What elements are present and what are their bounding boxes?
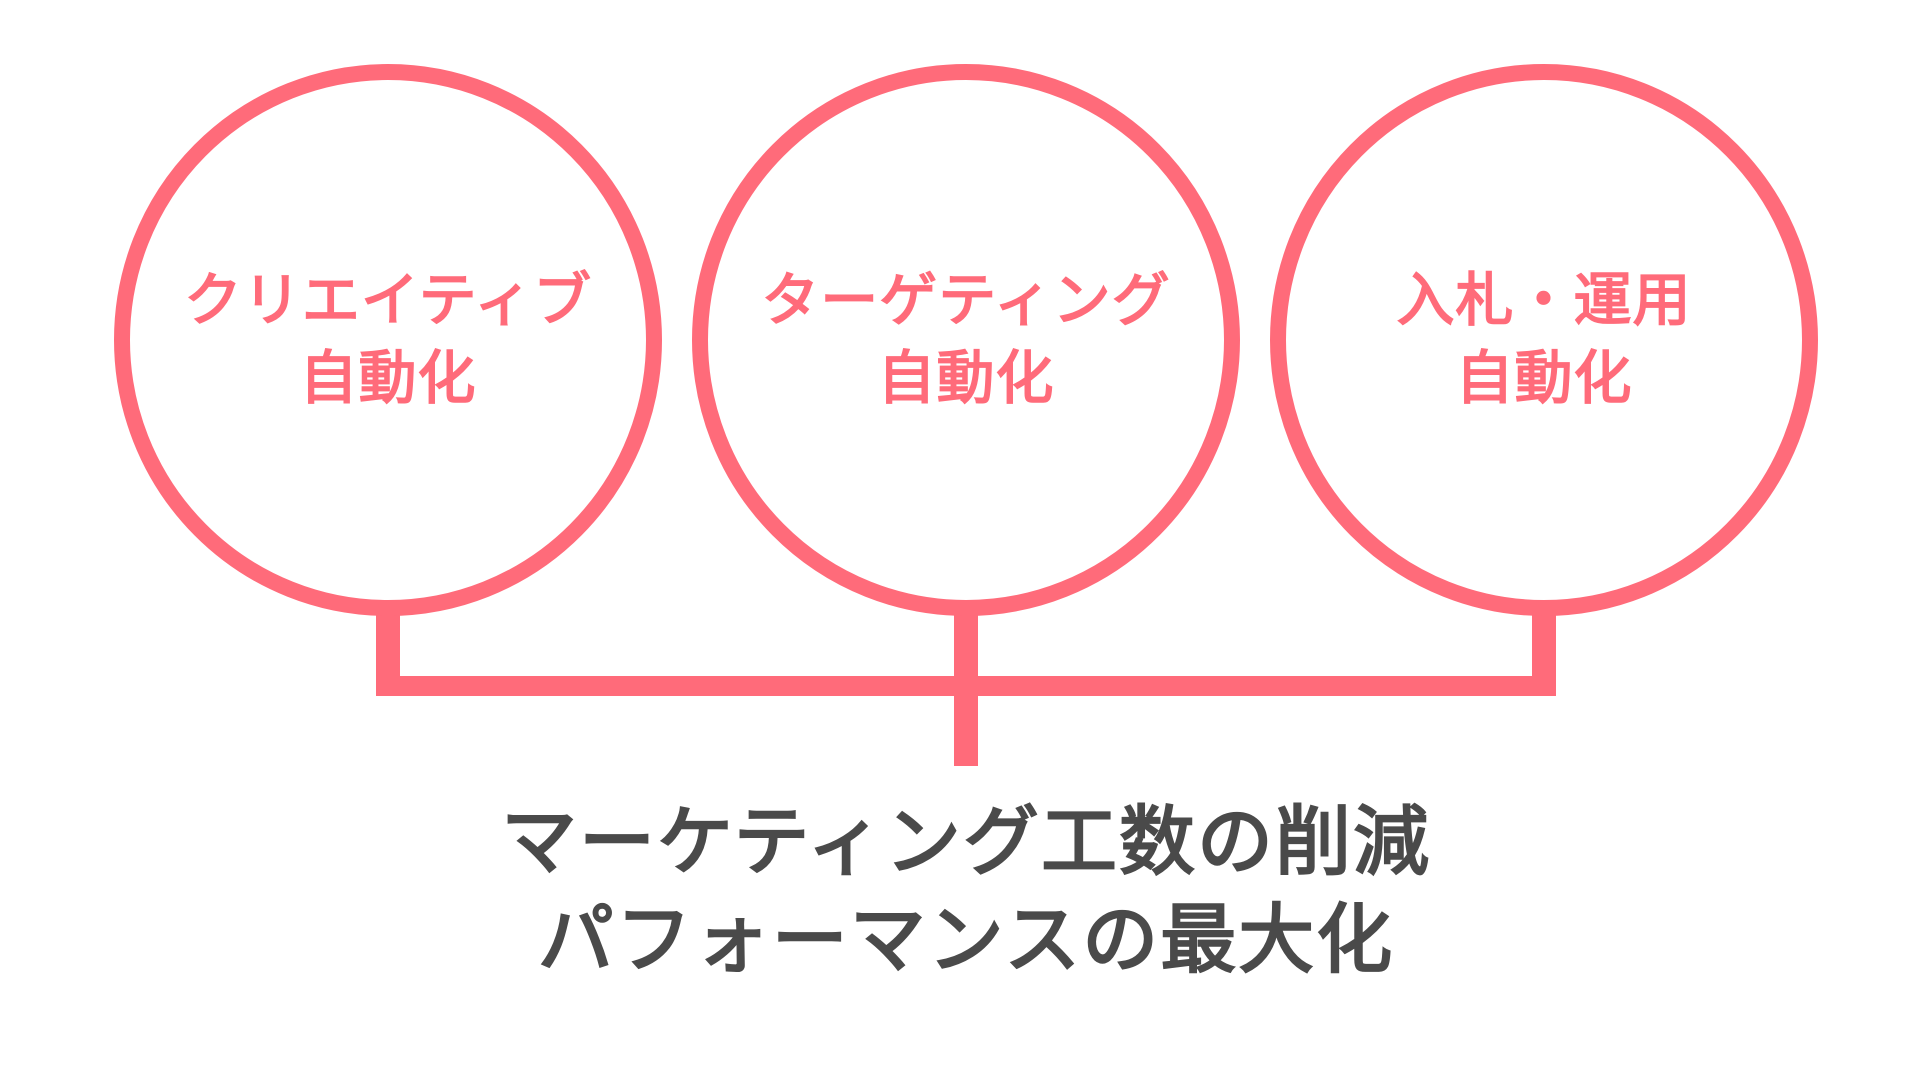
circle-outline bbox=[692, 64, 1240, 616]
outcome-line1: マーケティング工数の削減 bbox=[501, 797, 1431, 886]
circle-node-bidding: 入札・運用 自動化 bbox=[1270, 64, 1818, 616]
circle-outline bbox=[114, 64, 662, 616]
outcome-line2: パフォーマンスの最大化 bbox=[538, 895, 1394, 984]
circle-node-creative: クリエイティブ 自動化 bbox=[114, 64, 662, 616]
circle-node-targeting: ターゲティング 自動化 bbox=[692, 64, 1240, 616]
connector-lines bbox=[376, 606, 1556, 766]
circle-label-line2: 自動化 bbox=[1455, 344, 1632, 412]
circle-label-line1: 入札・運用 bbox=[1396, 266, 1691, 334]
outcome-text: マーケティング工数の削減 パフォーマンスの最大化 bbox=[501, 797, 1431, 984]
circle-label-line1: ターゲティング bbox=[761, 266, 1171, 334]
circle-label-line2: 自動化 bbox=[299, 344, 476, 412]
circle-label-line1: クリエイティブ bbox=[184, 266, 592, 334]
circle-outline bbox=[1270, 64, 1818, 616]
circle-label-line2: 自動化 bbox=[877, 344, 1054, 412]
